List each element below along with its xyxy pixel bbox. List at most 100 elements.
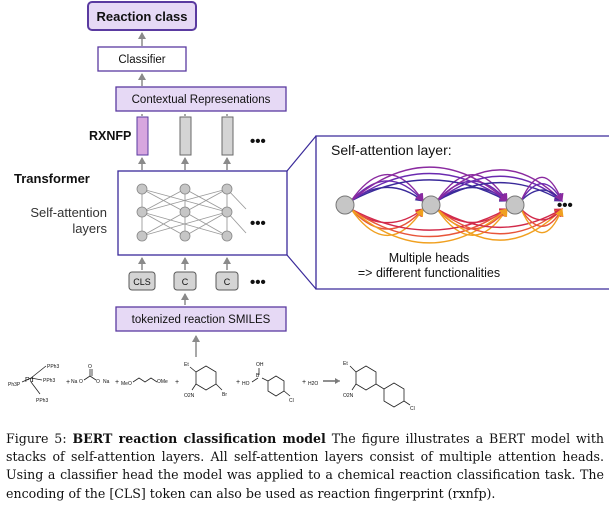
caption-text: The figure illustrates a BERT model with…: [6, 431, 605, 501]
different-functionalities-label: => different functionalities: [358, 266, 500, 280]
token-c: [173, 271, 197, 291]
chlorophenylboronic-acid: HO B OH Cl: [242, 362, 294, 404]
output-ellipsis: •••: [250, 133, 266, 150]
attention-arc: [350, 172, 508, 202]
figure-caption: Figure 5: BERT reaction classification m…: [6, 430, 604, 503]
attention-arc: [436, 169, 563, 202]
attention-arc: [350, 208, 424, 236]
zoom-line-bottom: [286, 254, 317, 290]
self-attention-layers-label-line2: layers: [72, 221, 107, 236]
svg-text:+: +: [302, 379, 306, 386]
svg-text:Cl: Cl: [289, 398, 294, 404]
reaction-class-label: Reaction class: [96, 9, 187, 24]
output-bar: [221, 116, 234, 156]
token-c-label: C: [182, 277, 189, 287]
attention-arc: [436, 181, 563, 202]
attention-arc: [436, 208, 563, 241]
caption-label: Figure 5:: [6, 431, 67, 446]
attention-node: [221, 230, 233, 242]
caption-title: BERT reaction classification model: [72, 431, 326, 446]
attention-arc: [436, 174, 508, 202]
biaryl-product: Et O2N Cl: [343, 361, 415, 412]
plus-sign: +: [66, 379, 70, 386]
svg-text:Na: Na: [71, 379, 78, 385]
transformer-label: Transformer: [14, 171, 90, 186]
attention-node: [179, 230, 191, 242]
pph3-label: PPh3: [43, 378, 55, 384]
token-cls-label: CLS: [133, 277, 151, 287]
contextual-representations-label: Contextual Represenations: [132, 94, 271, 106]
svg-text:+: +: [175, 379, 179, 386]
svg-text:O: O: [79, 379, 83, 385]
rxnfp-output-bar: [136, 116, 149, 156]
svg-text:+: +: [236, 379, 240, 386]
attention-arc: [436, 208, 563, 229]
svg-text:Br: Br: [222, 392, 227, 398]
inset-ellipsis: •••: [557, 197, 573, 214]
attention-node: [136, 206, 148, 218]
layer-ellipsis: •••: [250, 215, 266, 232]
attention-node: [136, 183, 148, 195]
output-bar: [179, 116, 192, 156]
attention-arc: [436, 208, 508, 236]
svg-text:O2N: O2N: [343, 393, 354, 399]
dimethoxyethane: MeO OMe: [121, 377, 168, 387]
svg-text:MeO: MeO: [121, 381, 132, 387]
token-node: [335, 195, 355, 215]
multiple-heads-label: Multiple heads: [389, 251, 470, 265]
self-attention-layers-label-line1: Self-attention: [30, 205, 107, 220]
pph3-label: PPh3: [36, 398, 48, 404]
bromo-nitro-arene: Et Br O2N: [184, 362, 227, 399]
ph3p-label: Ph3P: [8, 382, 21, 388]
inset-title: Self-attention layer:: [331, 142, 452, 158]
sodium-carbonate: Na O O O Na: [71, 364, 110, 385]
svg-text:Na: Na: [103, 379, 110, 385]
svg-text:B: B: [256, 373, 260, 379]
attention-edge: [141, 211, 228, 237]
svg-text:Et: Et: [184, 362, 189, 368]
pph3-label: PPh3: [47, 364, 59, 370]
zoom-line-top: [286, 135, 317, 172]
token-c: [215, 271, 239, 291]
attention-arc: [520, 176, 564, 202]
svg-text:O2N: O2N: [184, 393, 195, 399]
classifier-box: [97, 46, 187, 72]
attention-arc: [350, 166, 508, 202]
attention-node: [221, 183, 233, 195]
attention-node: [136, 230, 148, 242]
attention-node: [221, 206, 233, 218]
token-ellipsis: •••: [250, 274, 266, 291]
svg-text:Et: Et: [343, 361, 348, 367]
svg-text:HO: HO: [242, 381, 250, 387]
attention-arc: [350, 208, 508, 231]
attention-arc: [520, 208, 564, 234]
attention-edge: [141, 188, 186, 213]
token-cls: [128, 271, 156, 291]
attention-node: [179, 183, 191, 195]
attention-edge: [184, 211, 228, 237]
reaction-class-box: [87, 1, 197, 31]
svg-text:O: O: [96, 379, 100, 385]
svg-text:OMe: OMe: [157, 379, 168, 385]
classifier-label: Classifier: [118, 54, 165, 66]
token-node: [505, 195, 525, 215]
chemical-reaction: Pd PPh3 Ph3P PPh3 PPh3 + Na O O O Na + M…: [8, 361, 415, 412]
svg-text:OH: OH: [256, 362, 264, 368]
attention-arc: [350, 174, 424, 202]
attention-arc: [350, 208, 508, 238]
tokenized-smiles-box: [115, 306, 287, 332]
contextual-representations-box: [115, 86, 287, 112]
attention-nodes: [136, 183, 233, 242]
attention-edge: [141, 188, 228, 213]
svg-text:+: +: [115, 379, 119, 386]
pd-catalyst: Pd PPh3 Ph3P PPh3 PPh3: [8, 364, 59, 404]
attention-arc: [350, 208, 508, 244]
attention-edge: [184, 188, 228, 213]
pd-label: Pd: [25, 377, 34, 384]
rxnfp-label: RXNFP: [89, 129, 131, 143]
attention-edge: [141, 211, 186, 237]
svg-text:Cl: Cl: [410, 406, 415, 412]
token-node: [421, 195, 441, 215]
water-label: H2O: [308, 381, 318, 387]
